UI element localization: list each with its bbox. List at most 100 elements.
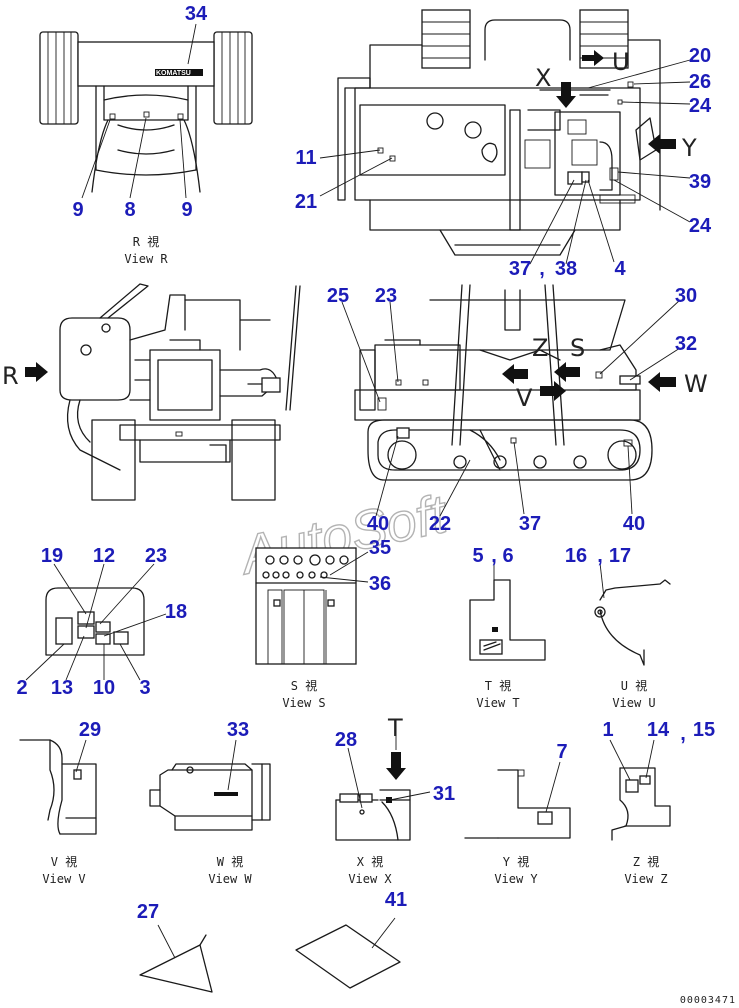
- callout-14: 14: [647, 719, 670, 741]
- callout-7: 7: [556, 741, 567, 763]
- callout-comma-37-38: ,: [539, 258, 545, 280]
- arrow-s-side: [554, 362, 580, 382]
- caption-view-x-jp: X 視: [357, 854, 383, 869]
- callout-32: 32: [675, 333, 697, 355]
- caption-view-z-jp: Z 視: [633, 854, 659, 869]
- top-plan-drawing: [337, 9, 661, 256]
- callout-33: 33: [227, 719, 249, 741]
- callout-30: 30: [675, 285, 697, 307]
- right-side-drawing: [354, 284, 653, 481]
- callout-24-top: 24: [689, 95, 712, 117]
- caption-view-x-en: View X: [348, 872, 392, 886]
- callout-27: 27: [137, 901, 159, 923]
- callout-39: 39: [689, 171, 711, 193]
- caption-view-z-en: View Z: [624, 872, 667, 886]
- callout-25: 25: [327, 285, 349, 307]
- view-letter-z-side: Z: [532, 334, 548, 362]
- callout-15: 15: [693, 719, 715, 741]
- callout-2: 2: [16, 677, 27, 699]
- callout-29: 29: [79, 719, 101, 741]
- callout-19: 19: [41, 545, 63, 567]
- callout-6: 6: [502, 545, 513, 567]
- caption-view-y-jp: Y 視: [503, 854, 529, 869]
- view-letter-y-top: Y: [681, 134, 697, 162]
- arrow-y-top: [648, 134, 676, 154]
- view-r-drawing: [39, 31, 253, 193]
- callout-9-right: 9: [181, 199, 192, 221]
- arrow-v-side: [540, 381, 566, 401]
- arrow-w-side: [648, 372, 676, 392]
- view-v-drawing: [19, 739, 97, 835]
- callout-36: 36: [369, 573, 391, 595]
- view-s-drawing: [255, 547, 357, 665]
- callout-22: 22: [429, 513, 451, 535]
- callout-9-left: 9: [72, 199, 83, 221]
- view-letter-w-side: W: [684, 370, 708, 398]
- view-letter-t-detail: T: [387, 714, 403, 742]
- gauge-panel-drawing: [45, 587, 145, 656]
- arrow-x-down: [556, 82, 576, 108]
- view-letter-s-side: S: [570, 334, 585, 362]
- callout-5: 5: [472, 545, 483, 567]
- callout-17: 17: [609, 545, 631, 567]
- caption-view-t-en: View T: [476, 696, 519, 710]
- caption-view-r-jp: R 視: [133, 234, 159, 249]
- leader-lines: [25, 23, 691, 813]
- callout-40-left: 40: [367, 513, 389, 535]
- callout-37-top: 37: [509, 258, 531, 280]
- caption-view-v-jp: V 視: [51, 854, 77, 869]
- komatsu-logo: KOMATSU: [156, 70, 191, 77]
- view-letter-v-side: V: [516, 384, 533, 412]
- caption-view-w-jp: W 視: [217, 854, 243, 869]
- callout-40-right: 40: [623, 513, 645, 535]
- callout-20: 20: [689, 45, 711, 67]
- callout-23-side: 23: [375, 285, 397, 307]
- view-t-drawing: [469, 560, 546, 661]
- callout-38: 38: [555, 258, 577, 280]
- view-w-drawing: [149, 763, 271, 831]
- view-letter-u-top: U: [612, 48, 630, 76]
- arrow-x-top: [582, 50, 604, 66]
- view-y-drawing: [464, 769, 571, 839]
- view-u-drawing: [594, 562, 671, 666]
- callout-26: 26: [689, 71, 711, 93]
- callout-comma-14-15: ,: [680, 723, 686, 745]
- caption-view-r-en: View R: [124, 252, 168, 266]
- callout-21: 21: [295, 191, 317, 213]
- caption-view-u-jp: U 視: [621, 678, 647, 693]
- callout-10: 10: [93, 677, 115, 699]
- caption-view-s-jp: S 視: [291, 678, 317, 693]
- arrow-z-side: [502, 364, 528, 384]
- left-side-drawing: [59, 283, 301, 501]
- callout-13: 13: [51, 677, 73, 699]
- sheet-drawings: [139, 917, 401, 993]
- view-letter-x-top: X: [535, 64, 551, 92]
- callout-comma-16-17: ,: [597, 545, 603, 567]
- arrow-t-down: [386, 752, 406, 780]
- callout-12: 12: [93, 545, 115, 567]
- figure-number: 00003471: [680, 995, 736, 1006]
- callout-34: 34: [185, 3, 208, 25]
- callout-28: 28: [335, 729, 357, 751]
- callout-3: 3: [139, 677, 150, 699]
- caption-view-t-jp: T 視: [485, 678, 511, 693]
- caption-view-y-en: View Y: [494, 872, 538, 886]
- callout-16: 16: [565, 545, 587, 567]
- view-x-drawing: [335, 723, 411, 841]
- callout-18: 18: [165, 601, 187, 623]
- caption-view-s-en: View S: [282, 696, 325, 710]
- callout-1: 1: [602, 719, 613, 741]
- callout-8: 8: [124, 199, 135, 221]
- caption-view-w-en: View W: [208, 872, 252, 886]
- callout-23-panel: 23: [145, 545, 167, 567]
- arrow-r-side: [25, 362, 48, 382]
- caption-view-u-en: View U: [612, 696, 655, 710]
- view-letter-r-side: R: [2, 362, 19, 390]
- callout-41: 41: [385, 889, 407, 911]
- caption-view-v-en: View V: [42, 872, 85, 886]
- callout-35: 35: [369, 537, 391, 559]
- callout-11: 11: [295, 147, 316, 169]
- callout-37-bottom: 37: [519, 513, 541, 535]
- callout-31: 31: [433, 783, 455, 805]
